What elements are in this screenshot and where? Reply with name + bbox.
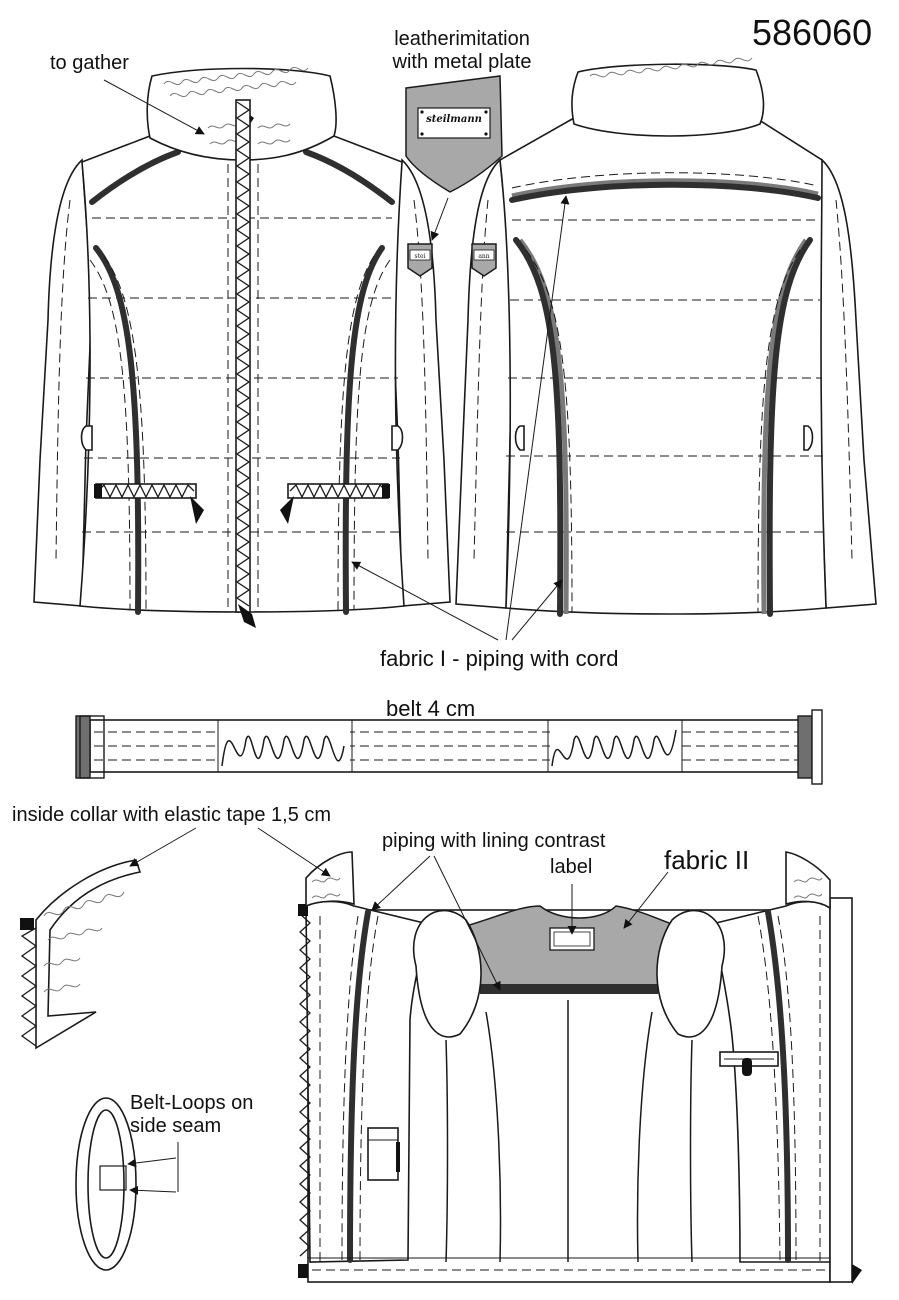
- svg-text:stei: stei: [415, 253, 426, 260]
- metal-plate-badge: [405, 75, 503, 193]
- belt-loop-detail: [75, 1097, 179, 1271]
- label-fabric-ii: fabric II: [664, 845, 750, 875]
- front-view: stei: [33, 66, 451, 628]
- label-leather-line2: with metal plate: [392, 51, 532, 73]
- label-to-gather: to gather: [50, 52, 129, 74]
- belt-drawing: [75, 709, 823, 785]
- label-belt-loops-line2: side seam: [130, 1115, 222, 1137]
- front-left-sleeve: [33, 158, 93, 607]
- back-leather-badge: ann: [471, 243, 497, 277]
- inside-collar-detail: [20, 859, 142, 1050]
- style-number: 586060: [752, 12, 873, 53]
- label-leather-line1: leatherimitation: [394, 28, 530, 50]
- label-leather-imitation: leatherimitation with metal plate: [372, 28, 552, 74]
- front-right-pocket: [280, 483, 390, 524]
- label-fabric-i-piping: fabric I - piping with cord: [380, 646, 619, 671]
- label-belt-loops: Belt-Loops on side seam: [130, 1092, 253, 1138]
- label-piping-lining-contrast: piping with lining contrast: [382, 830, 606, 852]
- back-view: ann: [455, 57, 877, 617]
- front-zipper: [235, 99, 256, 628]
- front-left-pocket: [94, 483, 204, 524]
- label-inside-collar: inside collar with elastic tape 1,5 cm: [12, 804, 332, 826]
- inside-view: [298, 851, 862, 1284]
- metal-plate-text: steilmann: [426, 114, 482, 125]
- label-belt-width: belt 4 cm: [386, 696, 476, 721]
- label-label: label: [550, 856, 593, 878]
- leader-lines: [103, 79, 669, 1195]
- label-belt-loops-line1: Belt-Loops on: [130, 1092, 254, 1114]
- svg-text:ann: ann: [478, 253, 489, 260]
- front-leather-badge: stei: [407, 243, 433, 277]
